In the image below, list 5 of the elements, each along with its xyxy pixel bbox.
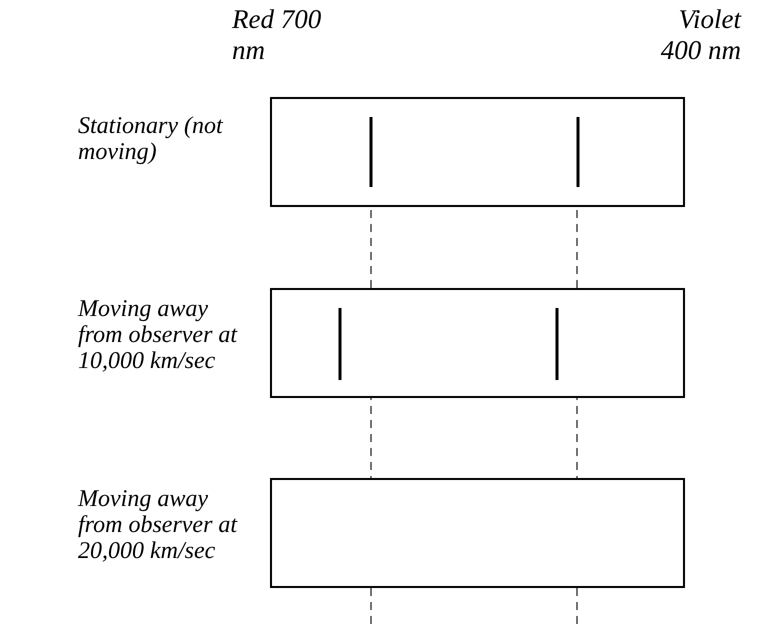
row-label: Moving away from observer at 20,000 km/sec [78, 486, 238, 564]
row-label: Stationary (not moving) [78, 113, 224, 165]
row-label: Moving away from observer at 10,000 km/sec [78, 296, 238, 374]
wavelength-label: Violet 400 nm [660, 4, 741, 66]
wavelength-label: Red 700 nm [232, 4, 322, 66]
